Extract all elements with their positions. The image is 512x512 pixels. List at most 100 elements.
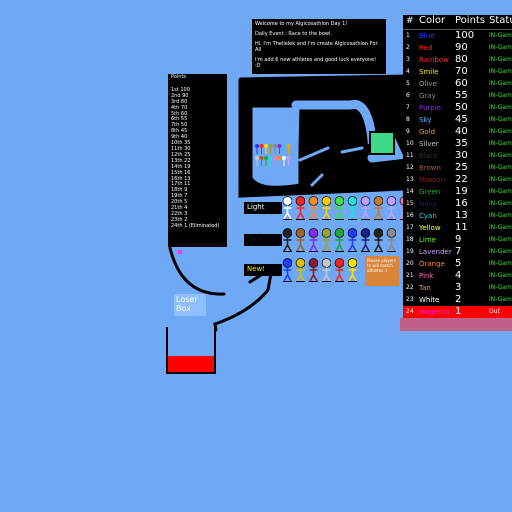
welcome-line: Welcome to my Algicosathlon Day 1! (255, 21, 348, 27)
leaderboard-color-name: Olive (419, 80, 437, 88)
leaderboard-status: IN-Game (489, 284, 512, 291)
leaderboard-color-name: Red (419, 44, 433, 52)
points-row: 8th 45 (171, 128, 188, 135)
leaderboard-color-name: Lavender (419, 248, 452, 256)
crowd-athlete (282, 156, 286, 166)
leaderboard-color-name: Blue (419, 32, 435, 40)
leaderboard-color-name: Lime (419, 236, 436, 244)
header-color: Color (419, 15, 446, 26)
points-row: 17th 11 (171, 181, 191, 188)
welcome-message-box: Welcome to my Algicosathlon Day 1! Daily… (252, 19, 386, 74)
crowd-athlete (277, 144, 282, 154)
points-row: 6th 55 (171, 116, 188, 123)
leaderboard-status: IN-Game (489, 236, 512, 243)
athlete-note: Please players to will match athletes :) (365, 256, 399, 286)
athlete-figure (386, 228, 396, 252)
athlete-figure (334, 196, 344, 220)
leaderboard-points: 35 (455, 138, 468, 149)
leaderboard-status: IN-Game (489, 260, 512, 267)
leaderboard-status: IN-Game (489, 92, 512, 99)
leaderboard-color-name: Rainbow (419, 56, 449, 64)
points-row: 24th 1 (Eliminated) (171, 222, 220, 229)
leaderboard-rank: 15 (406, 200, 414, 207)
leaderboard-points: 4 (455, 270, 462, 281)
leaderboard-status: IN-Game (489, 116, 512, 123)
leaderboard-color-name: White (419, 296, 440, 304)
crowd-athlete (273, 156, 277, 166)
points-row: 7th 50 (171, 122, 188, 129)
crowd-athlete (255, 144, 259, 154)
leaderboard-points: 40 (455, 126, 468, 137)
leaderboard-status: IN-Game (489, 104, 512, 111)
leaderboard-points: 13 (455, 210, 468, 221)
leaderboard-color-name: Smile (419, 68, 439, 76)
intro-line: Hi, I'm Thelielek and I'm create Algicos… (255, 41, 378, 53)
race-crowd (255, 144, 291, 166)
leaderboard-points: 70 (455, 66, 468, 77)
leaderboard-color-name: Green (419, 188, 441, 196)
header-status: Status (489, 15, 512, 26)
crowd-athlete (277, 156, 282, 166)
points-row: 15th 16 (171, 169, 191, 176)
leaderboard-status: IN-Game (489, 128, 512, 135)
track-slide (168, 246, 226, 296)
leaderboard-rank: 14 (406, 188, 414, 195)
points-row: 11th 30 (171, 145, 191, 152)
leaderboard-status: IN-Game (489, 176, 512, 183)
crowd-athlete (255, 156, 259, 166)
new-athletes-line: I'm add 6 new athletes and good luck eve… (255, 57, 377, 69)
leaderboard-color-name: Gray (419, 92, 436, 100)
athlete-figure (347, 196, 357, 220)
loser-box-cup (166, 327, 216, 374)
leaderboard-status: IN-Game (489, 140, 512, 147)
athlete-figure (386, 196, 396, 220)
leaderboard-color-name: Pink (419, 272, 434, 280)
leaderboard-color-name: Silver (419, 140, 439, 148)
leaderboard-rank: 10 (406, 140, 414, 147)
leaderboard-color-name: Navy (419, 200, 437, 208)
track-slide-2 (213, 264, 275, 332)
leaderboard-rank: 13 (406, 176, 414, 183)
leaderboard-color-name: Black (419, 152, 438, 160)
leaderboard-row: 10 Silver 35 IN-Game (403, 138, 512, 150)
leaderboard-rank: 21 (406, 272, 414, 279)
athlete-figure (347, 228, 357, 252)
light-athletes-row (282, 196, 409, 224)
crowd-athlete (259, 144, 264, 154)
athlete-figure (321, 258, 331, 282)
leaderboard-points: 60 (455, 78, 468, 89)
athlete-figure (282, 196, 292, 220)
leaderboard-scrollbar[interactable] (400, 318, 512, 331)
leaderboard-rank: 1 (406, 32, 410, 39)
track-ramp-inner (298, 146, 364, 187)
athlete-figure (282, 258, 292, 282)
leaderboard-status: IN-Game (489, 248, 512, 255)
athlete-figure (360, 196, 370, 220)
athlete-figure (334, 228, 344, 252)
points-row: 4th 70 (171, 104, 188, 111)
leaderboard-color-name: Sky (419, 116, 432, 124)
leaderboard-rank: 24 (406, 308, 414, 315)
leaderboard-points: 100 (455, 30, 475, 41)
loser-box-fill (168, 356, 214, 372)
points-row: 2nd 90 (171, 92, 189, 99)
points-row: 19th 7 (171, 193, 188, 200)
leaderboard-color-name: Yellow (419, 224, 441, 232)
points-row: 13th 22 (171, 157, 191, 164)
